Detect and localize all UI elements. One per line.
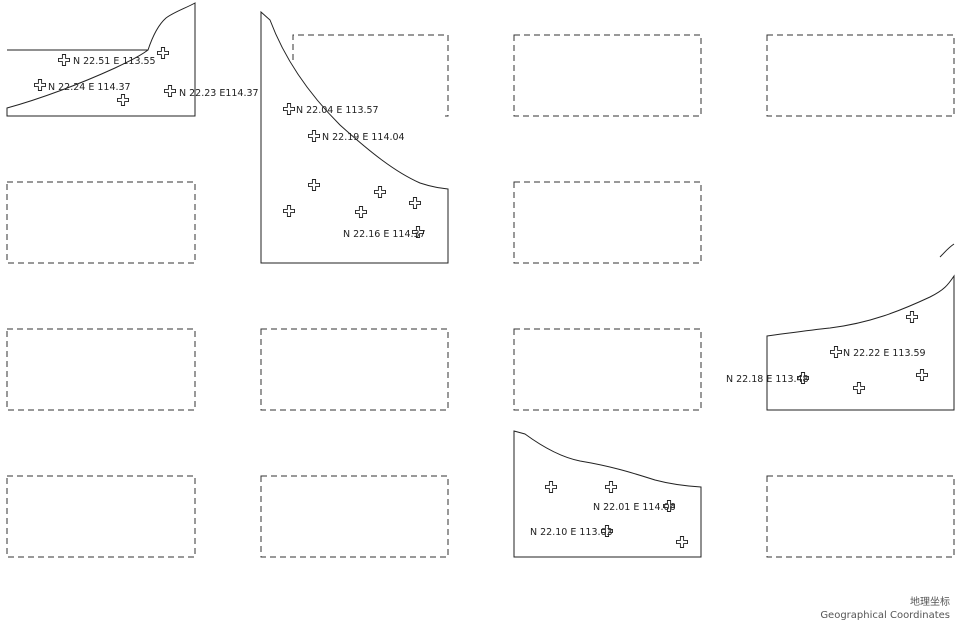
coordinate-labels: N 22.51 E 113.55 N 22.24 E 114.37 N 22.2…	[48, 56, 926, 538]
crosshair-plus-icon	[906, 311, 918, 323]
land-outline-2	[260, 10, 449, 264]
crosshair-plus-icon	[58, 54, 70, 66]
coordinate-label: N 22.24 E 114.37	[48, 82, 131, 93]
crosshair-plus-icon	[374, 186, 386, 198]
crosshair-plus-icon	[308, 179, 320, 191]
location-markers	[34, 47, 928, 548]
empty-frame-partial	[292, 34, 449, 117]
coastline-fragment	[939, 243, 955, 258]
empty-frame	[260, 328, 449, 411]
coordinate-label: N 22.51 E 113.55	[73, 56, 156, 67]
land-outline-4	[513, 430, 702, 558]
empty-frame	[766, 34, 955, 117]
crosshair-plus-icon	[308, 130, 320, 142]
caption-chinese: 地理坐标	[910, 597, 950, 608]
empty-frame	[260, 475, 449, 558]
coordinate-label: N 22.18 E 113.48	[726, 374, 809, 385]
crosshair-plus-icon	[409, 197, 421, 209]
crosshair-plus-icon	[545, 481, 557, 493]
caption-english: Geographical Coordinates	[820, 610, 950, 621]
crosshair-plus-icon	[157, 47, 169, 59]
crosshair-plus-icon	[355, 206, 367, 218]
land-outline-1	[6, 2, 196, 117]
coordinate-label: N 22.01 E 114.06	[593, 502, 676, 513]
crosshair-plus-icon	[916, 369, 928, 381]
empty-frame	[513, 328, 702, 411]
land-outline-3	[766, 274, 955, 411]
empty-frame	[6, 181, 196, 264]
empty-frame	[6, 475, 196, 558]
empty-frame	[513, 34, 702, 117]
coordinate-label: N 22.22 E 113.59	[843, 348, 926, 359]
coordinate-label: N 22.23 E114.37	[179, 88, 259, 99]
coordinate-label: N 22.10 E 113.03	[530, 527, 613, 538]
crosshair-plus-icon	[164, 85, 176, 97]
crosshair-plus-icon	[117, 94, 129, 106]
coordinate-label: N 22.16 E 114.37	[343, 229, 426, 240]
empty-frame	[513, 181, 702, 264]
crosshair-plus-icon	[605, 481, 617, 493]
empty-frame	[766, 475, 955, 558]
crosshair-plus-icon	[830, 346, 842, 358]
crosshair-plus-icon	[853, 382, 865, 394]
crosshair-plus-icon	[283, 103, 295, 115]
coordinate-label: N 22.19 E 114.04	[322, 132, 405, 143]
crosshair-plus-icon	[676, 536, 688, 548]
crosshair-plus-icon	[283, 205, 295, 217]
coordinate-label: N 22.04 E 113.57	[296, 105, 379, 116]
crosshair-plus-icon	[34, 79, 46, 91]
empty-frame	[6, 328, 196, 411]
